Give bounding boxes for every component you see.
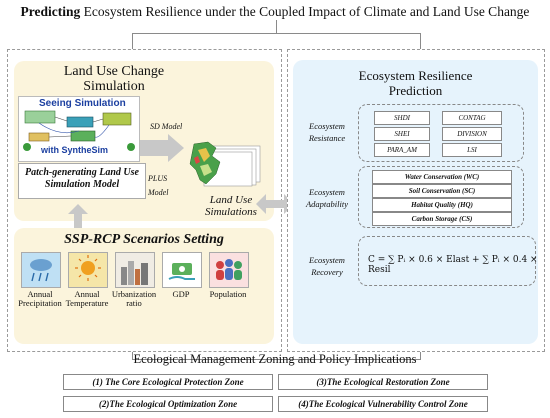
zone-restoration: (3)The Ecological Restoration Zone [278, 374, 488, 390]
title-bold: Predicting [20, 4, 81, 19]
driver-1-line1: Annual [74, 289, 100, 299]
sim-image-title: Seeing Simulation [39, 98, 126, 109]
driver-0-line1: Annual [27, 289, 53, 299]
recovery-formula-box [358, 236, 536, 286]
driver-0-line2: Precipitation [18, 298, 62, 308]
plus-label-line1: PLUS [148, 174, 168, 183]
recovery-label: Ecosystem Recovery [296, 254, 358, 278]
plus-model-label: PLUS Model [148, 172, 168, 200]
city-icon [115, 252, 155, 288]
service-chip: Water Conservation (WC) [372, 170, 512, 184]
bottom-connector-horizontal [132, 359, 420, 360]
bidirectional-arrow-icon [256, 194, 294, 214]
top-connector-center [276, 20, 277, 34]
zone-vulnerability-control: (4)The Ecological Vulnerability Control … [278, 396, 488, 412]
recovery-line2: Recovery [311, 267, 343, 277]
adaptability-line1: Ecosystem [309, 187, 345, 197]
top-connector-right [420, 33, 421, 49]
lus-line2: Simulations [205, 206, 257, 218]
metric-chip: SHDI [374, 111, 430, 125]
sun-icon [68, 252, 108, 288]
driver-1-line2: Temperature [65, 298, 109, 308]
resistance-line2: Resistance [308, 133, 346, 143]
luc-title-line2: Simulation [83, 79, 145, 94]
ecosystem-resilience-title: Ecosystem Resilience Prediction [293, 68, 538, 98]
metric-chip: LSI [442, 143, 502, 157]
plus-model-box: Patch-generating Land Use Simulation Mod… [18, 163, 146, 199]
resistance-line1: Ecosystem [309, 121, 345, 131]
driver-2-line1: Urbanization [111, 289, 157, 299]
land-use-change-title: Land Use Change Simulation [14, 64, 214, 94]
adaptability-line2: Adaptability [305, 199, 349, 209]
driver-3-line1: GDP [172, 289, 190, 299]
lus-line1: Land Use [209, 194, 253, 206]
luc-title-line1: Land Use Change [63, 64, 165, 79]
land-use-map-icon [189, 141, 261, 187]
driver-label-precipitation: Annual Precipitation [14, 290, 66, 308]
sim-image-with: with SyntheSim [41, 145, 109, 155]
erp-title-line2: Prediction [388, 83, 443, 98]
money-icon [162, 252, 202, 288]
resistance-label: Ecosystem Resistance [296, 120, 358, 144]
service-0: Water Conservation (WC) [404, 173, 480, 181]
rain-cloud-icon [21, 252, 61, 288]
driver-label-gdp: GDP [155, 290, 207, 299]
driver-4-line1: Population [209, 289, 247, 299]
adaptability-label: Ecosystem Adaptability [296, 186, 358, 210]
plus-label-line2: Model [148, 188, 169, 197]
zone-optimization: (2)The Ecological Optimization Zone [63, 396, 273, 412]
bottom-connector-left [132, 350, 133, 360]
service-chip: Soil Conservation (SC) [372, 184, 512, 198]
patch-model-line1: Patch-generating Land Use [25, 167, 139, 178]
metric-chip: PARA_AM [374, 143, 430, 157]
patch-model-line2: Simulation Model [44, 179, 120, 190]
service-1: Soil Conservation (SC) [408, 187, 476, 195]
recovery-line1: Ecosystem [309, 255, 345, 265]
service-chip: Carbon Storage (CS) [372, 212, 512, 226]
service-2: Habitat Quality (HQ) [411, 201, 473, 209]
bottom-connector-right [420, 350, 421, 360]
sd-simulation-image: Seeing Simulation with SyntheSim [18, 96, 140, 162]
sd-arrow-icon [140, 134, 184, 162]
ssp-rcp-title: SSP-RCP Scenarios Setting [64, 232, 224, 247]
metric-chip: CONTAG [442, 111, 502, 125]
metric-chip: SHEI [374, 127, 430, 141]
recovery-formula: C = ∑ Pᵢ × 0.6 × Elast + ∑ Pᵢ × 0.4 × Re… [368, 255, 538, 275]
population-icon [209, 252, 249, 288]
top-connector-left [132, 33, 133, 49]
land-use-simulations-label: Land Use Simulations [186, 194, 276, 218]
service-3: Carbon Storage (CS) [411, 215, 473, 223]
diagram-title: Predicting Ecosystem Resilience under th… [0, 4, 550, 20]
driver-label-temperature: Annual Temperature [61, 290, 113, 308]
title-rest: Ecosystem Resilience under the Coupled I… [83, 4, 530, 19]
up-arrow-icon [68, 204, 88, 228]
sd-model-label: SD Model [150, 122, 183, 131]
driver-label-urbanization: Urbanization ratio [108, 290, 160, 308]
metric-chip: DIVISION [442, 127, 502, 141]
erp-title-line1: Ecosystem Resilience [358, 68, 473, 83]
sd-flow-diagram-icon [23, 110, 135, 151]
driver-label-population: Population [202, 290, 254, 299]
zone-core-protection: (1) The Core Ecological Protection Zone [63, 374, 273, 390]
service-chip: Habitat Quality (HQ) [372, 198, 512, 212]
driver-2-line2: ratio [126, 298, 142, 308]
management-title: Ecological Management Zoning and Policy … [133, 352, 417, 366]
